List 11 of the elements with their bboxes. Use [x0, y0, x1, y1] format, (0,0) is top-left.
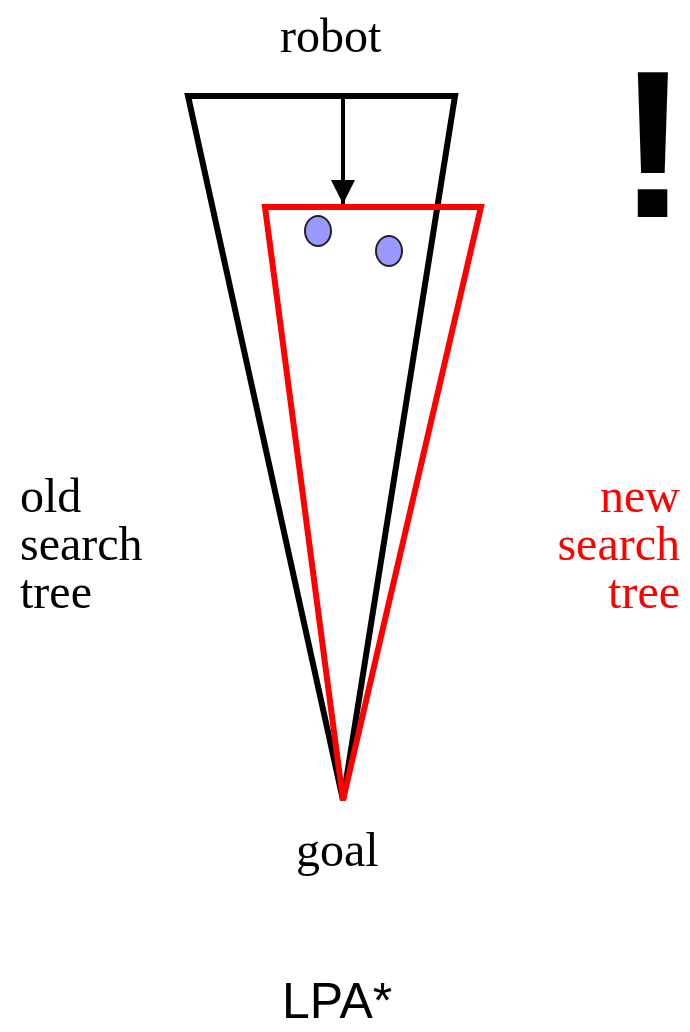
exclamation-mark: ! — [618, 40, 688, 250]
node-dot — [304, 215, 332, 247]
tree-label: old search tree — [20, 472, 144, 616]
caption: LPA* — [282, 976, 393, 1026]
tree-label: new search tree — [556, 472, 680, 616]
arrow — [331, 99, 355, 204]
robot-label: robot — [280, 12, 382, 60]
goal-label: goal — [296, 826, 379, 874]
tree-triangle — [185, 92, 459, 804]
tree-triangle — [262, 203, 484, 804]
node-dot — [375, 235, 403, 267]
